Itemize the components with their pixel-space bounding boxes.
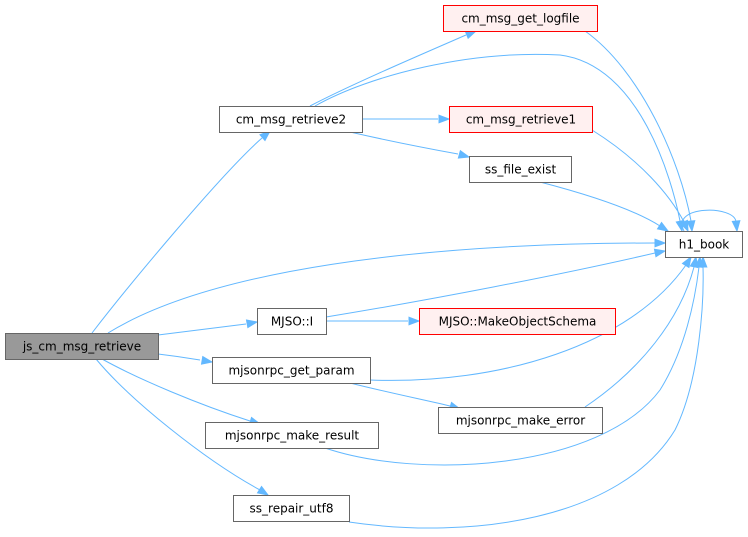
- arrowhead: [653, 248, 667, 258]
- node-box[interactable]: [205, 422, 379, 449]
- node-ss-repair-utf8[interactable]: ss_repair_utf8: [233, 495, 350, 522]
- arrowhead: [256, 485, 270, 496]
- edge-line: [539, 181, 661, 227]
- edge-line: [324, 266, 700, 466]
- node-cm-msg-retrieve2[interactable]: cm_msg_retrieve2: [219, 106, 363, 133]
- arrowhead: [200, 355, 214, 365]
- edge-line: [349, 131, 459, 155]
- node-label: mjsonrpc_make_result: [225, 429, 360, 443]
- node-cm-msg-get-logfile[interactable]: cm_msg_get_logfile: [443, 5, 598, 32]
- node-label: h1_book: [679, 238, 730, 252]
- node-box[interactable]: [212, 357, 371, 384]
- node-label: MJSO::I: [271, 315, 313, 329]
- node-box[interactable]: [233, 495, 350, 522]
- edge-ss_file_exist-to-h1_book: [539, 181, 670, 232]
- node-box[interactable]: [469, 156, 572, 183]
- arrowhead: [457, 149, 471, 159]
- edge-line: [309, 34, 467, 107]
- edge-line: [157, 323, 247, 336]
- node-mjsonrpc-make-error[interactable]: mjsonrpc_make_error: [438, 407, 603, 434]
- arrowhead: [686, 220, 696, 233]
- edge-cm_msg_retrieve2-to-ss_file_exist: [349, 131, 471, 159]
- node-mjsonrpc-get-param[interactable]: mjsonrpc_get_param: [212, 357, 371, 384]
- edge-line: [91, 137, 263, 334]
- arrowhead: [698, 255, 708, 268]
- arrowhead: [245, 319, 259, 329]
- edge-js_cm_msg_retrieve-to-cm_msg_retrieve2: [91, 130, 272, 334]
- edge-line: [584, 266, 695, 408]
- edge-cm_msg_retrieve2-to-cm_msg_retrieve1: [361, 114, 451, 124]
- edge-line: [369, 264, 687, 381]
- edge-js_cm_msg_retrieve-to-mjso_i: [157, 319, 259, 336]
- node-mjsonrpc-make-result[interactable]: mjsonrpc_make_result: [205, 422, 379, 449]
- edge-line: [95, 358, 261, 491]
- edge-cm_msg_retrieve1-to-h1_book: [591, 129, 689, 233]
- node-js-cm-msg-retrieve[interactable]: js_cm_msg_retrieve: [5, 333, 159, 360]
- edge-line: [349, 382, 451, 407]
- arrowhead: [654, 238, 667, 248]
- node-box[interactable]: [449, 106, 593, 133]
- edge-line: [348, 266, 704, 529]
- edge-line: [101, 358, 251, 422]
- arrowhead: [656, 221, 670, 232]
- node-mjso-i[interactable]: MJSO::I: [257, 308, 327, 335]
- edge-line: [314, 53, 681, 222]
- edge-line: [584, 30, 692, 222]
- edge-js_cm_msg_retrieve-to-mjsonrpc_get_param: [157, 353, 214, 365]
- edge-line: [591, 129, 685, 223]
- node-label: mjsonrpc_get_param: [228, 364, 354, 378]
- arrowhead: [681, 255, 692, 269]
- arrowhead: [731, 220, 741, 233]
- edges-layer: [91, 30, 741, 529]
- edge-mjsonrpc_get_param-to-h1_book: [369, 255, 692, 381]
- node-cm-msg-retrieve1[interactable]: cm_msg_retrieve1: [449, 106, 593, 133]
- arrowhead: [464, 30, 478, 40]
- nodes-layer: js_cm_msg_retrieve cm_msg_retrieve2 cm_msg…: [5, 5, 743, 522]
- edge-cm_msg_retrieve2-to-cm_msg_get_logfile: [309, 30, 478, 107]
- edge-mjso_i-to-h1_book: [325, 248, 667, 318]
- edge-mjsonrpc_get_param-to-mjsonrpc_make_error: [349, 382, 462, 411]
- node-h1-book[interactable]: h1_book: [665, 231, 743, 258]
- node-label: MJSO::MakeObjectSchema: [439, 315, 597, 329]
- node-label: ss_repair_utf8: [250, 502, 334, 516]
- edge-h1_book-to-h1_book: [681, 209, 741, 233]
- edge-cm_msg_get_logfile-to-h1_book: [584, 30, 696, 233]
- node-box[interactable]: [5, 333, 159, 360]
- node-box[interactable]: [257, 308, 327, 335]
- edge-line: [107, 242, 656, 334]
- node-label: cm_msg_retrieve1: [466, 113, 576, 127]
- node-label: cm_msg_get_logfile: [461, 12, 579, 26]
- node-label: mjsonrpc_make_error: [456, 414, 585, 428]
- edge-cm_msg_retrieve2-to-h1_book: [314, 53, 685, 233]
- arrowhead: [408, 316, 421, 326]
- edge-js_cm_msg_retrieve-to-ss_repair_utf8: [95, 358, 270, 496]
- node-mjso-make-object-schema[interactable]: MJSO::MakeObjectSchema: [419, 308, 616, 335]
- arrowhead: [438, 114, 451, 124]
- node-label: ss_file_exist: [485, 163, 557, 177]
- edge-line: [325, 252, 656, 318]
- node-label: js_cm_msg_retrieve: [22, 340, 141, 354]
- node-box[interactable]: [219, 106, 363, 133]
- node-ss-file-exist[interactable]: ss_file_exist: [469, 156, 572, 183]
- node-box[interactable]: [419, 308, 616, 335]
- edge-js_cm_msg_retrieve-to-h1_book: [107, 238, 667, 334]
- node-box[interactable]: [438, 407, 603, 434]
- edge-mjso_i-to-mjso_make_object_schema: [326, 316, 421, 326]
- node-box[interactable]: [665, 231, 743, 258]
- node-box[interactable]: [443, 5, 598, 32]
- node-label: cm_msg_retrieve2: [236, 113, 346, 127]
- edge-line: [157, 353, 201, 361]
- edge-ss_repair_utf8-to-h1_book: [348, 255, 708, 529]
